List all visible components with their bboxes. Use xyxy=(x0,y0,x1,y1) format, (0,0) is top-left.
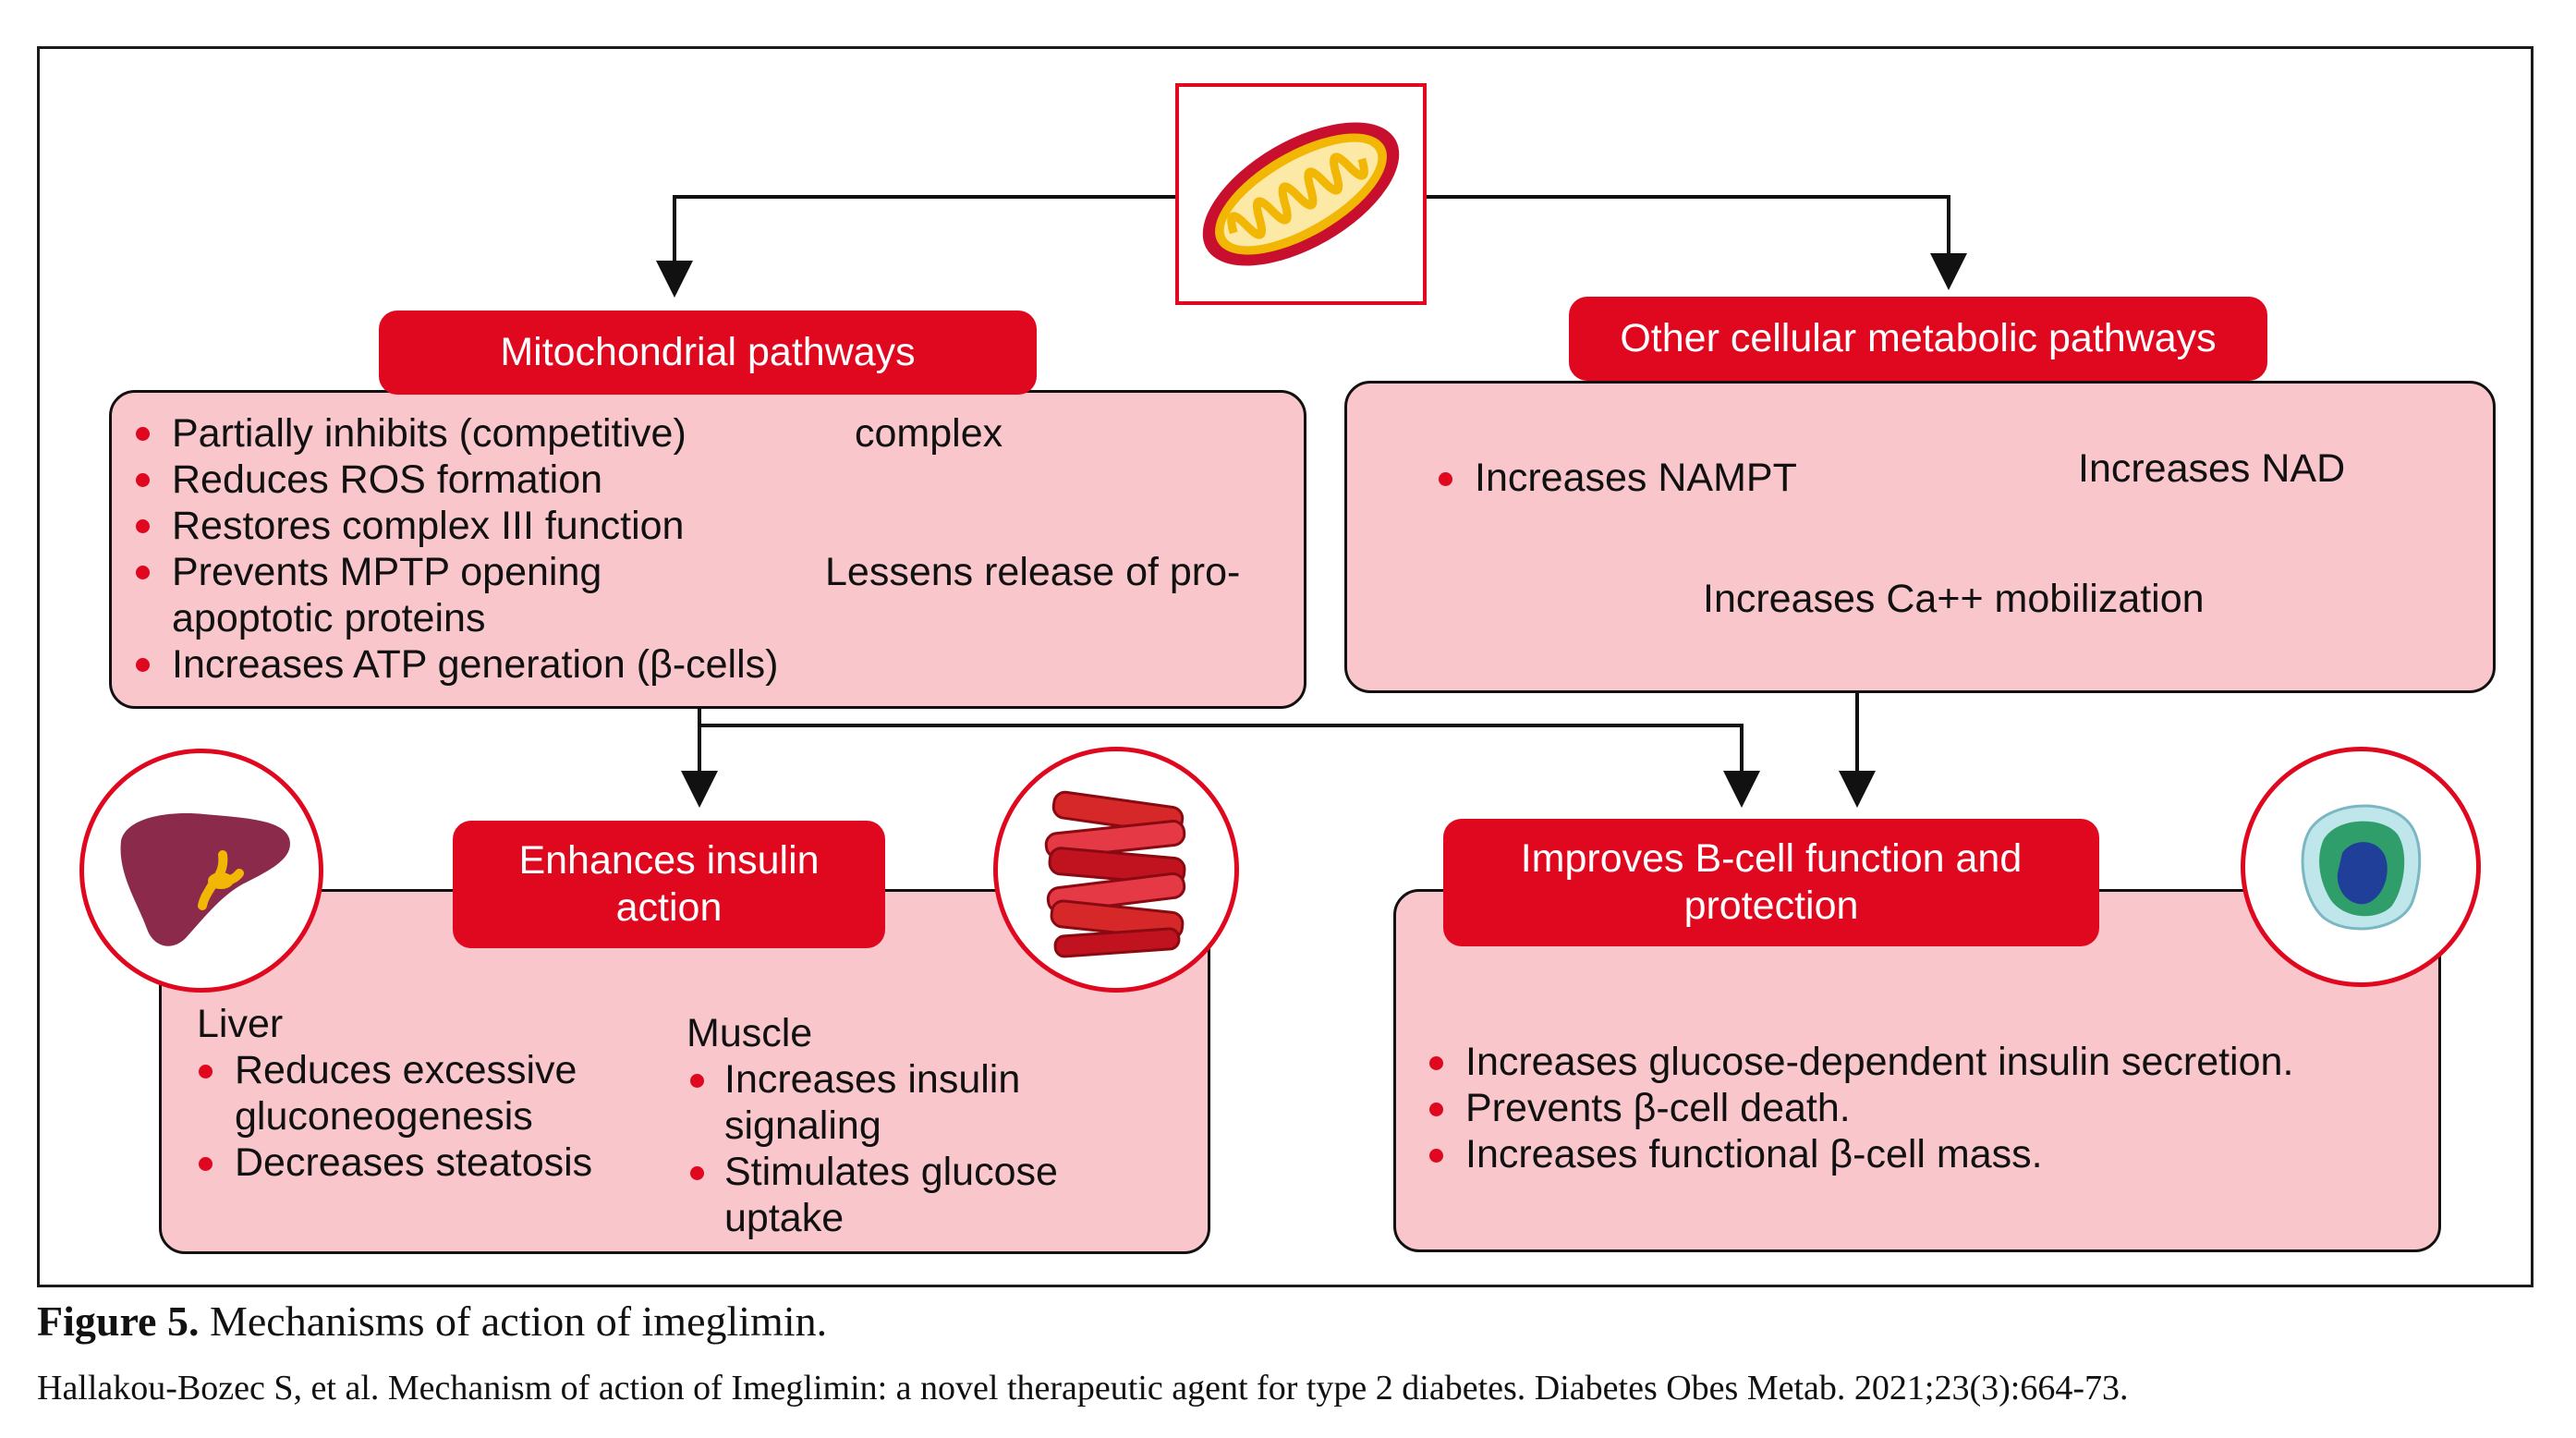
bullet xyxy=(136,519,150,533)
other-pathways-header: Other cellular metabolic pathways xyxy=(1569,297,2267,381)
liver-title: Liver xyxy=(197,1002,284,1046)
insulin-action-header: Enhances insulin action xyxy=(453,821,885,948)
bullet xyxy=(199,1065,213,1078)
liver-item-1-line1: Reduces excessive xyxy=(235,1048,577,1092)
mito-item-4-target: Lessens release of pro- xyxy=(825,550,1241,594)
liver-item-1-line2: gluconeogenesis xyxy=(235,1094,533,1139)
bcell-header-line1: Improves B-cell function and xyxy=(1520,836,2023,881)
muscle-item-2-line1: Stimulates glucose xyxy=(724,1150,1058,1194)
mito-item-3: Restores complex III function xyxy=(172,504,685,548)
bcell-item-3: Increases functional β-cell mass. xyxy=(1465,1132,2043,1176)
figure-frame xyxy=(37,46,2533,1287)
muscle-title: Muscle xyxy=(687,1011,813,1055)
beta-cell-icon xyxy=(2301,804,2422,931)
mitochondrion-icon xyxy=(1202,122,1400,266)
figure-title: Mechanisms of action of imeglimin. xyxy=(199,1298,828,1345)
figure-caption: Figure 5. Mechanisms of action of imegli… xyxy=(37,1297,827,1346)
mito-item-1: Partially inhibits (competitive) xyxy=(172,411,687,456)
mito-item-1-target: complex xyxy=(855,411,1003,456)
bcell-item-2: Prevents β-cell death. xyxy=(1465,1086,1851,1130)
nampt-text: Increases NAMPT xyxy=(1475,456,1797,500)
mito-item-4: Prevents MPTP opening xyxy=(172,550,602,594)
bullet xyxy=(1429,1056,1443,1070)
ca-text: Increases Ca++ mobilization xyxy=(1703,577,2205,621)
bullet xyxy=(136,427,150,441)
mitochondrion-panel xyxy=(1175,83,1427,305)
bcell-box xyxy=(1393,889,2441,1252)
bcell-item-1: Increases glucose-dependent insulin secr… xyxy=(1465,1040,2294,1084)
bcell-header-line2: protection xyxy=(1683,884,1859,928)
bullet xyxy=(136,566,150,579)
bullet xyxy=(1439,472,1452,486)
liver-circle xyxy=(79,749,323,993)
nad-text: Increases NAD xyxy=(2078,446,2346,491)
bullet xyxy=(1429,1149,1443,1163)
mito-pathways-header: Mitochondrial pathways xyxy=(379,311,1037,395)
other-pathways-box xyxy=(1344,381,2496,693)
bullet xyxy=(690,1166,704,1180)
mito-item-4-cont: apoptotic proteins xyxy=(172,596,486,640)
mito-item-2: Reduces ROS formation xyxy=(172,457,603,502)
muscle-icon xyxy=(1044,790,1186,958)
bullet xyxy=(690,1074,704,1088)
insulin-action-header-line1: Enhances insulin xyxy=(518,838,820,883)
mito-pathways-box xyxy=(109,390,1306,709)
muscle-item-1-line2: signaling xyxy=(724,1103,881,1148)
arrow-to-mito-pathways xyxy=(656,195,1175,298)
liver-item-2: Decreases steatosis xyxy=(235,1140,593,1185)
bullet xyxy=(1429,1103,1443,1116)
bullet xyxy=(199,1157,213,1171)
bullet xyxy=(136,473,150,487)
figure-label: Figure 5. xyxy=(37,1298,200,1345)
bcell-header: Improves B-cell function and protection xyxy=(1443,819,2099,946)
muscle-item-1-line1: Increases insulin xyxy=(724,1057,1021,1102)
muscle-item-2-line2: uptake xyxy=(724,1196,844,1240)
mito-item-5: Increases ATP generation (β-cells) xyxy=(172,642,779,687)
bcell-circle xyxy=(2241,747,2481,987)
figure-reference: Hallakou-Bozec S, et al. Mechanism of ac… xyxy=(37,1369,2129,1408)
arrow-to-bcell-from-mito xyxy=(699,724,1760,808)
insulin-action-header-line2: action xyxy=(615,885,723,930)
arrow-to-other-pathways xyxy=(1427,195,1967,290)
muscle-circle xyxy=(993,747,1239,993)
liver-icon xyxy=(120,813,290,946)
bullet xyxy=(136,658,150,672)
